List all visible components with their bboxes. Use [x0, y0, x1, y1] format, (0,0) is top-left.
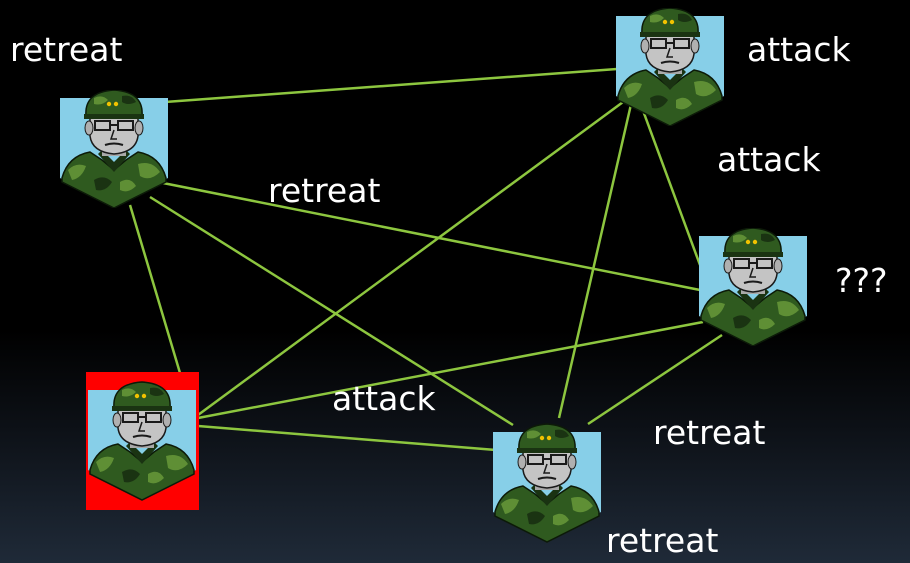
- general-right: [699, 228, 807, 346]
- generals-group: [60, 8, 807, 544]
- label-bottom-retreat: retreat: [606, 521, 719, 560]
- link-top-right-to-right: [636, 96, 702, 266]
- link-top-left-to-bottom-center: [149, 195, 514, 427]
- general-bottom-center: [493, 422, 601, 544]
- connection-lines: [128, 67, 723, 452]
- link-right-to-bottom-center: [587, 333, 723, 426]
- link-top-right-to-bottom-left: [197, 75, 658, 417]
- link-right-to-bottom-left: [197, 320, 704, 420]
- label-right-attack: attack: [717, 140, 821, 179]
- link-top-right-to-bottom-center: [557, 99, 634, 419]
- label-top-left-retreat: retreat: [10, 30, 123, 69]
- link-top-left-to-bottom-left: [128, 204, 182, 374]
- general-top-left: [60, 90, 168, 208]
- link-top-left-to-top-right: [164, 67, 618, 104]
- link-bottom-left-to-bottom-center: [197, 424, 497, 452]
- general-top-right: [616, 8, 724, 126]
- label-middle-retreat: retreat: [268, 171, 381, 210]
- label-unknown: ???: [835, 261, 888, 300]
- label-top-right-attack: attack: [747, 30, 851, 69]
- label-bottom-right-retreat: retreat: [653, 413, 766, 452]
- link-top-left-to-right: [162, 181, 701, 292]
- label-center-attack: attack: [332, 379, 436, 418]
